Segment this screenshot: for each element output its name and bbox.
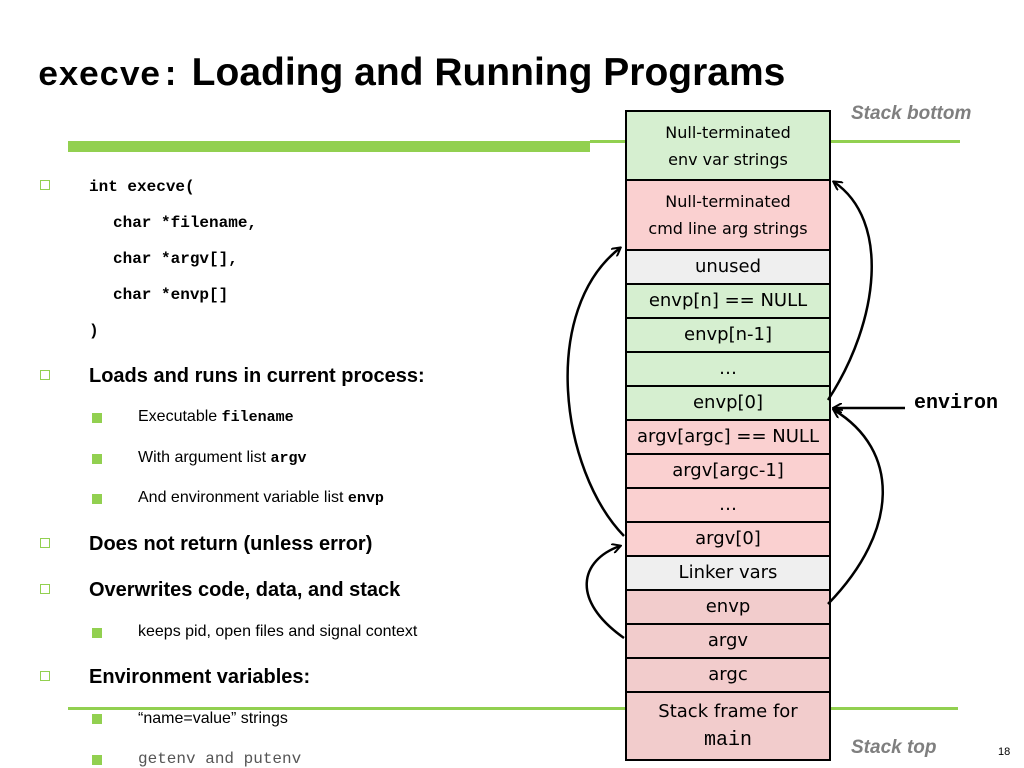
bullet-square-icon xyxy=(40,584,50,594)
footer-rule xyxy=(68,707,958,710)
bullet-executable-code: filename xyxy=(221,409,294,426)
environ-label: environ xyxy=(914,392,999,415)
bullet-env-vars: Environment variables: xyxy=(89,666,311,688)
stack-cell-argv-null: argv[argc] == NULL xyxy=(627,419,829,453)
stack-cell-env-strings: Null-terminated env var strings xyxy=(627,112,829,179)
envp-to-envp0-arrow xyxy=(827,410,884,605)
stack-cell-argv-argc-1: argv[argc-1] xyxy=(627,453,829,487)
stack-cell-arg-strings: Null-terminated cmd line arg strings xyxy=(627,179,829,249)
stack-cell-envp: envp xyxy=(627,589,829,623)
signature-line-4: char *envp[] xyxy=(113,286,229,304)
page-number: 18 xyxy=(998,746,1011,758)
bullet-env-text: And environment variable list xyxy=(138,489,348,506)
stack-bottom-label: Stack bottom xyxy=(851,103,972,124)
stack-cell-linker-vars: Linker vars xyxy=(627,555,829,589)
title-text: Loading and Running Programs xyxy=(191,51,786,94)
signature-line-1: int execve( xyxy=(89,178,195,196)
stack-cell-main-frame: Stack frame for main xyxy=(627,691,829,759)
bullet-no-return: Does not return (unless error) xyxy=(89,533,373,555)
bullet-executable: Executable filename xyxy=(138,408,294,426)
argv0-to-arg-strings-arrow xyxy=(566,248,625,537)
bullet-getenv: getenv and putenv xyxy=(138,750,302,768)
envp0-to-env-strings-arrow xyxy=(826,182,873,401)
bullet-loads: Loads and runs in current process: xyxy=(89,365,425,387)
env-strings-line-2: env var strings xyxy=(668,149,788,169)
stack-cell-envp-ellipsis: … xyxy=(627,351,829,385)
bullet-argument: With argument list argv xyxy=(138,449,307,467)
arg-strings-line-1: Null-terminated xyxy=(665,192,791,211)
main-frame-line-2: main xyxy=(703,728,752,752)
bullet-filled-square-icon xyxy=(92,454,102,464)
stack-cell-unused: unused xyxy=(627,249,829,283)
stack-cell-argv-ellipsis: … xyxy=(627,487,829,521)
bullet-filled-square-icon xyxy=(92,494,102,504)
env-strings-line-1: Null-terminated xyxy=(665,122,791,142)
bullet-keeps: keeps pid, open files and signal context xyxy=(138,623,418,640)
bullet-overwrites: Overwrites code, data, and stack xyxy=(89,579,401,601)
stack-cell-argc: argc xyxy=(627,657,829,691)
stack-cell-envp-null: envp[n] == NULL xyxy=(627,283,829,317)
bullet-env: And environment variable list envp xyxy=(138,489,384,507)
bullet-env-code: envp xyxy=(347,490,384,507)
argv-to-argv0-arrow xyxy=(585,546,625,640)
stack-cell-argv: argv xyxy=(627,623,829,657)
stack-diagram: Null-terminated env var strings Null-term… xyxy=(625,110,831,761)
bullet-square-icon xyxy=(40,671,50,681)
bullet-name-value: “name=value” strings xyxy=(138,710,288,727)
bullet-filled-square-icon xyxy=(92,628,102,638)
signature-line-3: char *argv[], xyxy=(113,250,238,268)
bullet-argument-text: With argument list xyxy=(138,449,271,466)
bullet-square-icon xyxy=(40,370,50,380)
bullet-filled-square-icon xyxy=(92,755,102,765)
bullet-square-icon xyxy=(40,180,50,190)
stack-top-label: Stack top xyxy=(851,737,937,758)
bullet-square-icon xyxy=(40,538,50,548)
bullet-executable-text: Executable xyxy=(138,408,222,425)
arg-strings-line-2: cmd line arg strings xyxy=(648,219,808,238)
title-code: execve: xyxy=(38,58,181,96)
stack-cell-envp-n-1: envp[n-1] xyxy=(627,317,829,351)
slide-title: execve: Loading and Running Programs xyxy=(38,48,785,102)
stack-cell-argv-0: argv[0] xyxy=(627,521,829,555)
bullet-argument-code: argv xyxy=(270,450,307,467)
signature-line-5: ) xyxy=(89,322,99,340)
title-underline-thick xyxy=(68,141,590,152)
bullet-filled-square-icon xyxy=(92,413,102,423)
main-frame-line-1: Stack frame for xyxy=(658,700,798,722)
stack-cell-envp-0: envp[0] xyxy=(627,385,829,419)
bullet-filled-square-icon xyxy=(92,714,102,724)
signature-line-2: char *filename, xyxy=(113,214,258,232)
